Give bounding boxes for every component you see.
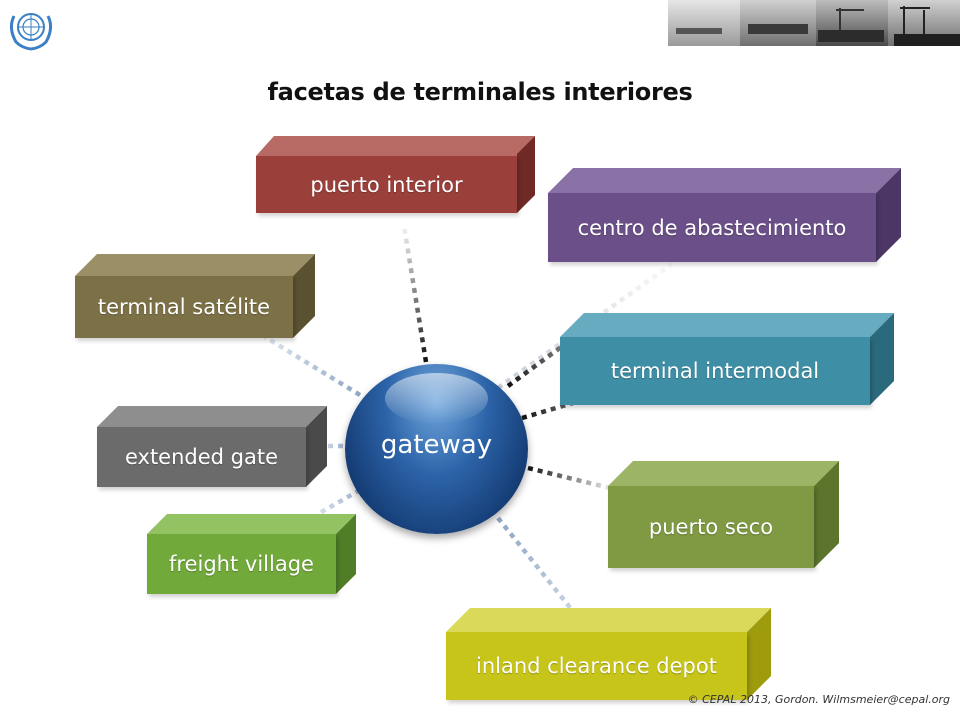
- port-photos-banner: [668, 0, 960, 46]
- box-inland-clearance-depot: inland clearance depot: [446, 608, 771, 700]
- connector-terminal-satelite: [263, 335, 362, 397]
- box-label-inland-clearance-depot: inland clearance depot: [446, 632, 747, 700]
- connector-puerto-interior: [401, 225, 429, 363]
- connector-inland-clearance-depot: [496, 516, 574, 612]
- diagram-title: facetas de terminales interiores: [267, 78, 693, 106]
- connector-freight-village: [316, 488, 362, 516]
- box-extended-gate: extended gate: [97, 406, 327, 487]
- copyright-note: © CEPAL 2013, Gordon. Wilmsmeier@cepal.o…: [687, 693, 950, 706]
- connector-terminal-intermodal-lower: [521, 395, 591, 421]
- gateway-sphere: gateway: [345, 364, 528, 534]
- box-label-extended-gate: extended gate: [97, 427, 306, 487]
- box-freight-village: freight village: [147, 514, 356, 594]
- box-label-puerto-seco: puerto seco: [608, 486, 814, 568]
- box-puerto-interior: puerto interior: [256, 136, 535, 213]
- un-emblem-logo: [6, 4, 56, 52]
- connector-puerto-seco: [527, 465, 611, 491]
- box-puerto-seco: puerto seco: [608, 461, 839, 568]
- box-terminal-intermodal: terminal intermodal: [560, 313, 894, 405]
- box-label-centro-de-abastecimiento: centro de abastecimiento: [548, 193, 876, 262]
- box-label-terminal-intermodal: terminal intermodal: [560, 337, 870, 405]
- gateway-label: gateway: [380, 430, 493, 460]
- box-label-terminal-satelite: terminal satélite: [75, 276, 293, 338]
- connector-terminal-intermodal-upper: [506, 340, 570, 388]
- box-label-puerto-interior: puerto interior: [256, 156, 517, 213]
- box-terminal-satelite: terminal satélite: [75, 254, 315, 338]
- box-centro-de-abastecimiento: centro de abastecimiento: [548, 168, 901, 262]
- box-label-freight-village: freight village: [147, 534, 336, 594]
